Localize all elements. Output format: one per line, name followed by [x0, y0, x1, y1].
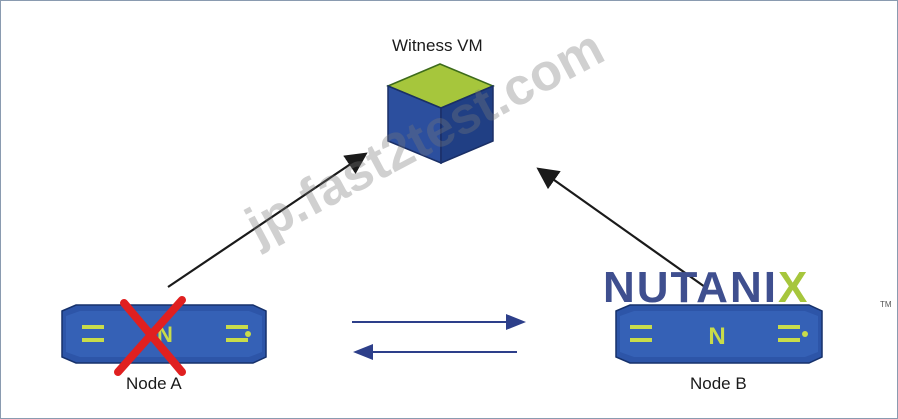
node-a-label: Node A — [126, 374, 182, 393]
witness-vm-cube-icon — [386, 63, 495, 165]
nutanix-logo-text: NUTANI — [603, 263, 778, 312]
node-b-badge: N — [708, 323, 725, 350]
arrow-node-b-to-witness — [536, 167, 706, 288]
trademark-mark: TM — [880, 300, 892, 309]
nutanix-logo-x: X — [777, 263, 810, 312]
nutanix-logo: NUTANIX — [603, 266, 809, 310]
node-b-label: Node B — [690, 374, 747, 393]
arrow-node-a-to-witness — [167, 152, 368, 288]
witness-vm-label: Witness VM — [392, 36, 483, 55]
failure-cross-icon — [114, 296, 186, 376]
node-a-server-icon: N — [61, 304, 267, 364]
node-b-server-icon: N — [615, 304, 823, 364]
